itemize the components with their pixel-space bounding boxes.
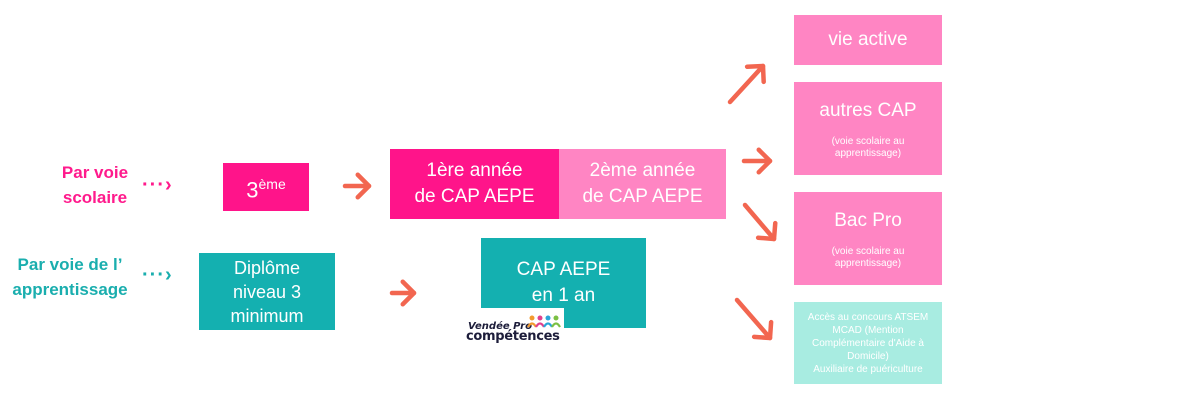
autres-cap-title: autres CAP <box>819 99 917 121</box>
logo-line1: Vendée Pro <box>468 321 532 332</box>
people-icon <box>527 315 561 328</box>
premiere-annee-box: 1ère année de CAP AEPE <box>390 149 559 219</box>
bac-pro-title: Bac Pro <box>834 209 902 231</box>
concours-label: Accès au concours ATSEM MCAD (Mention Co… <box>807 311 929 375</box>
autres-cap-note: (voie scolaire au apprentissage) <box>831 135 905 159</box>
apprentissage-path-label: Par voie de l’ apprentissage <box>12 255 128 299</box>
troisieme-suffix: ème <box>258 175 286 192</box>
vendee-pro-logo: Vendée Pro compétences <box>464 308 564 344</box>
vie-active-box: vie active <box>794 15 942 65</box>
dotted-arrow-icon: ···› <box>142 174 173 196</box>
troisieme-number: 3 <box>246 177 259 203</box>
bac-pro-box: Bac Pro (voie scolaire au apprentissage) <box>794 192 942 285</box>
concours-box: Accès au concours ATSEM MCAD (Mention Co… <box>794 302 942 384</box>
arrow-icon <box>727 63 766 105</box>
deuxieme-annee-box: 2ème année de CAP AEPE <box>559 149 726 219</box>
vie-active-label: vie active <box>828 29 908 50</box>
diplome-box: Diplôme niveau 3 minimum <box>199 253 335 330</box>
premiere-annee-label: 1ère année de CAP AEPE <box>414 160 535 207</box>
dotted-arrow-icon: ···› <box>142 264 173 286</box>
deuxieme-annee-label: 2ème année de CAP AEPE <box>582 160 703 207</box>
cap-un-an-label: CAP AEPE en 1 an <box>516 259 611 306</box>
bac-pro-note: (voie scolaire au apprentissage) <box>831 245 905 269</box>
arrow-icon <box>742 202 778 242</box>
diplome-label: Diplôme niveau 3 minimum <box>230 257 304 326</box>
troisieme-box: 3ème <box>223 163 309 211</box>
scolaire-path-label: Par voie scolaire <box>61 163 129 207</box>
logo-line2: compétences <box>466 329 560 344</box>
arrow-icon <box>734 297 774 341</box>
autres-cap-box: autres CAP (voie scolaire au apprentissa… <box>794 82 942 175</box>
